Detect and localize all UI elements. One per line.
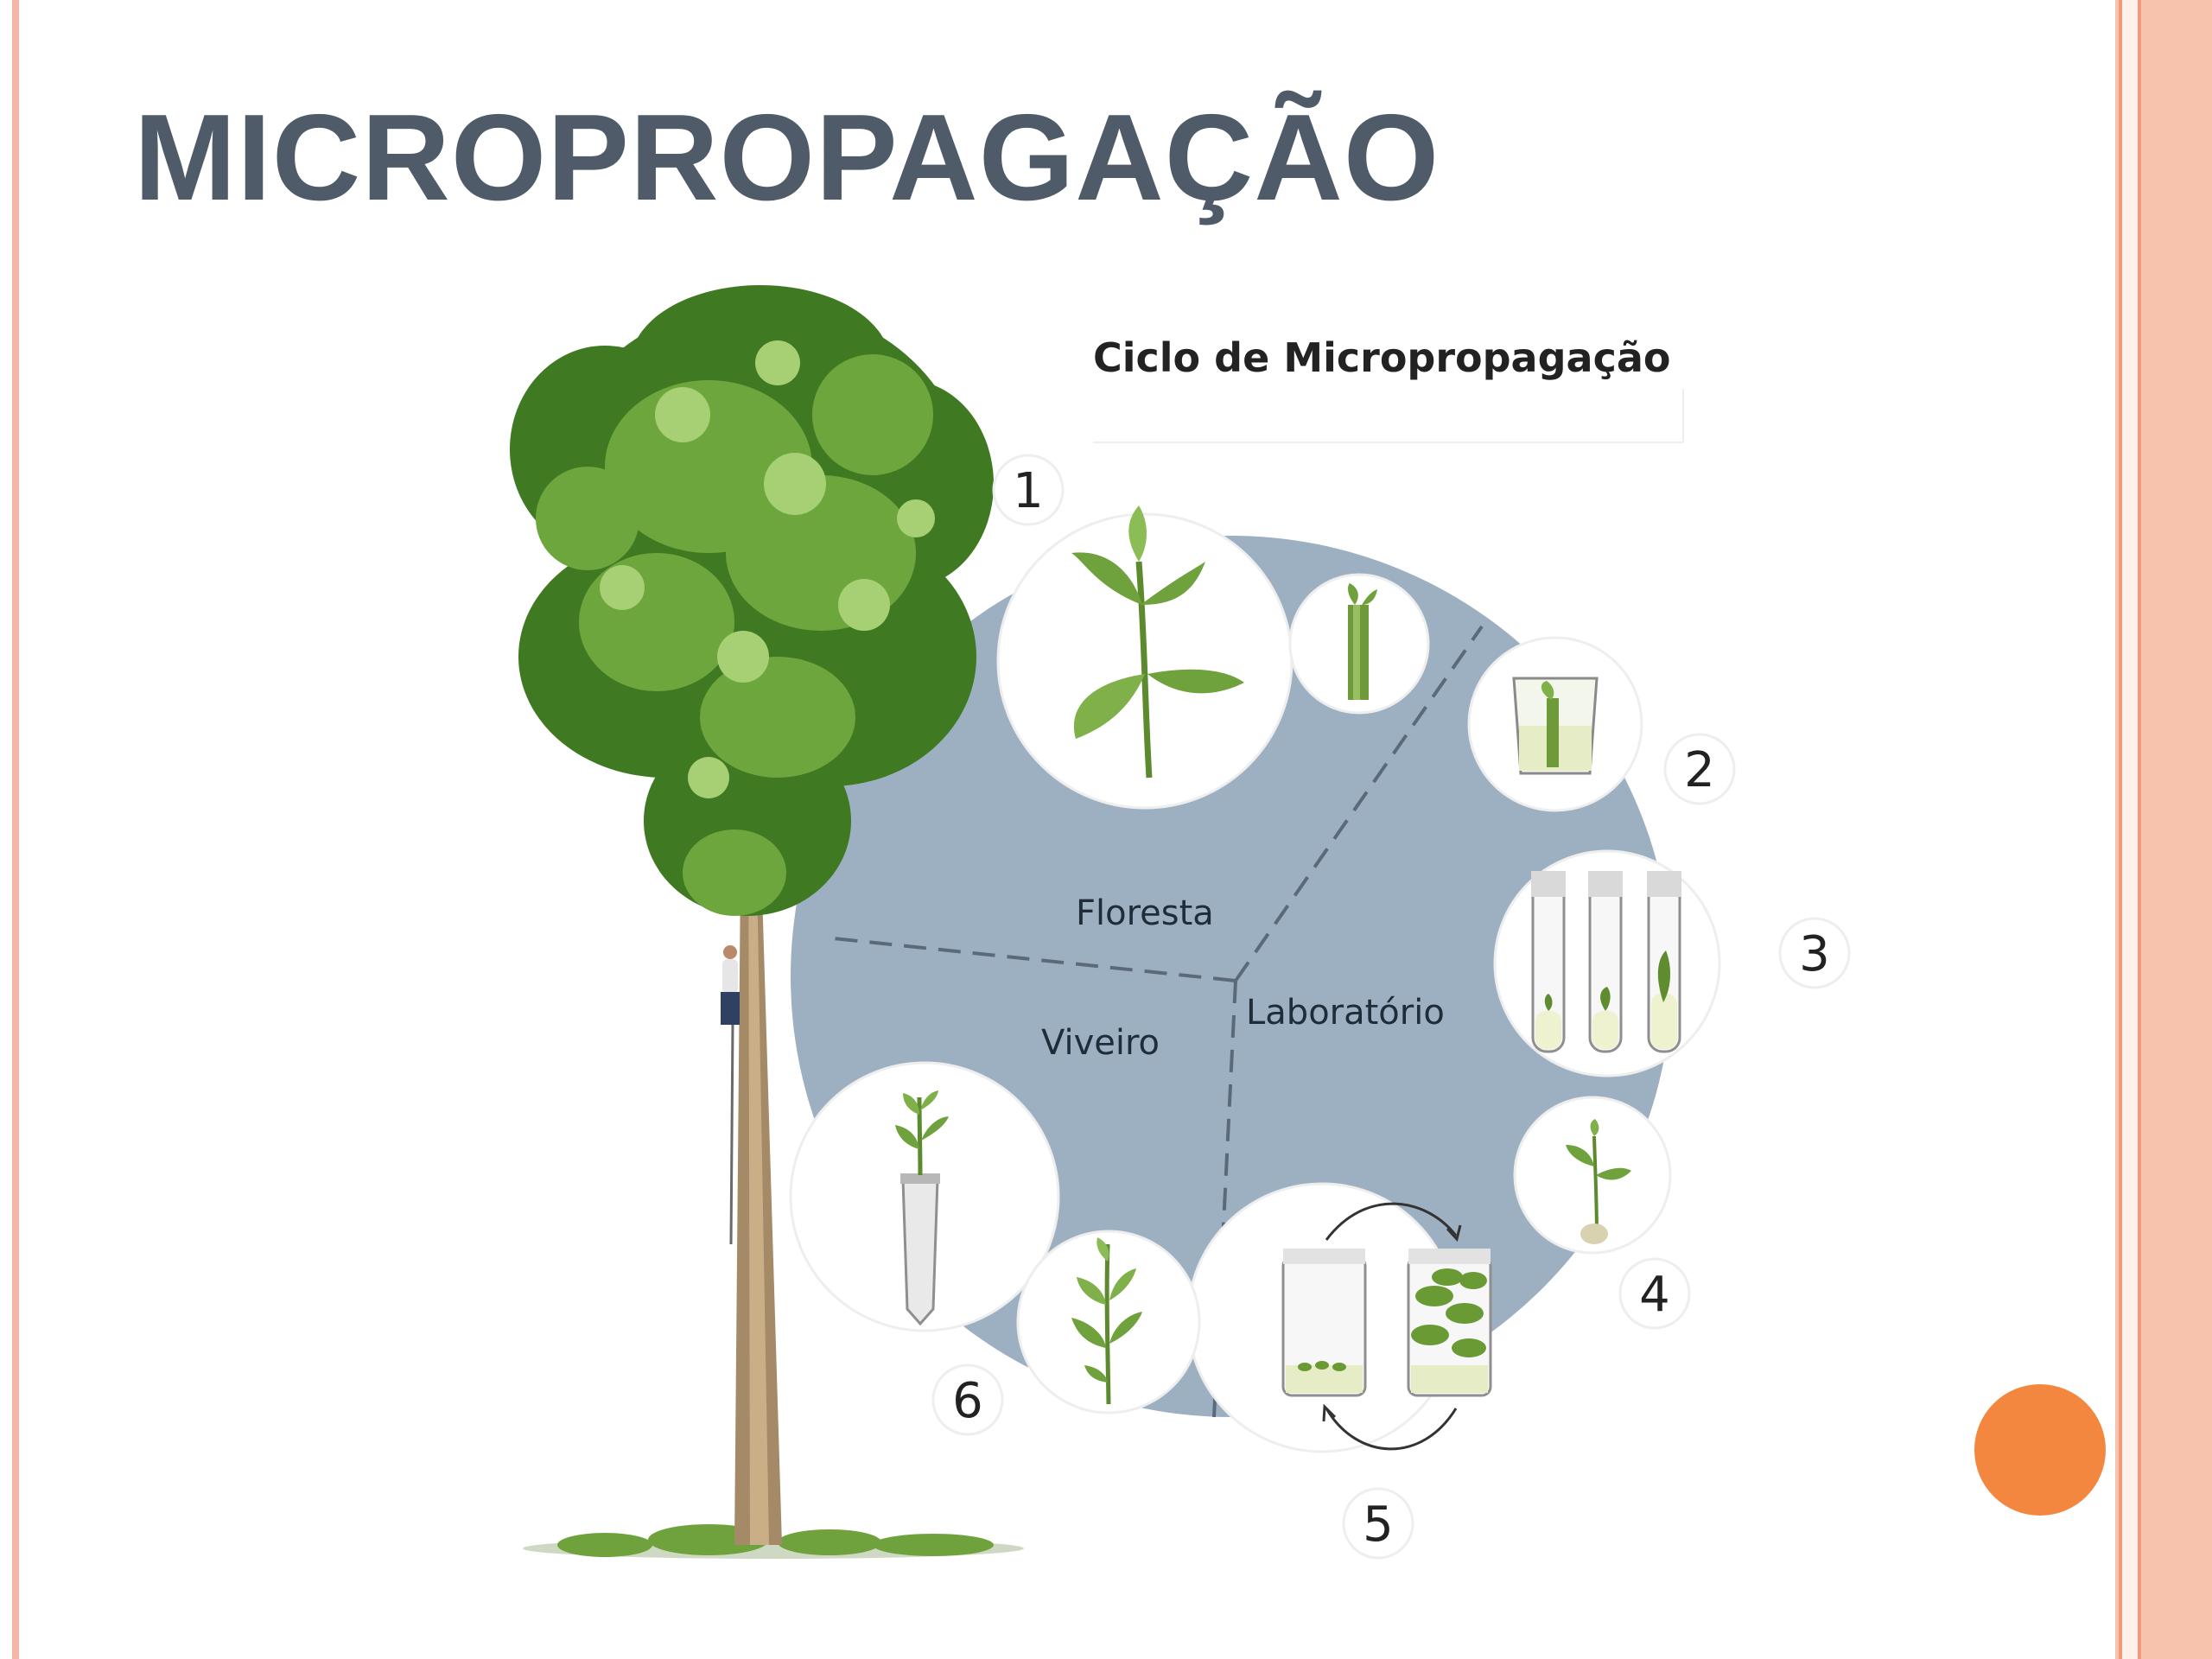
step-6-tube-seedling-icon <box>789 1061 1060 1332</box>
step-1-shoot-segment-icon <box>1288 573 1430 715</box>
step-number-6: 6 <box>952 1373 983 1429</box>
slide-frame-gap <box>2122 0 2138 1659</box>
step-number-1: 1 <box>1013 463 1044 519</box>
slide-frame-left <box>12 0 19 1659</box>
step-number-4: 4 <box>1639 1267 1670 1323</box>
step-5-multiplication-jars-icon <box>1186 1182 1492 1453</box>
slide-title: MICROPROPAGAÇÃO <box>134 89 1440 226</box>
zone-label-floresta: Floresta <box>1076 893 1214 933</box>
slide-frame-line <box>2138 0 2141 1659</box>
step-number-badges <box>931 454 1851 1560</box>
step-number-3: 3 <box>1799 926 1830 982</box>
step-4-seedling-icon <box>1513 1096 1672 1255</box>
zone-label-laboratorio: Laboratório <box>1246 993 1445 1033</box>
tree-illustration <box>510 285 1024 1559</box>
decorative-orange-dot <box>1974 1384 2106 1516</box>
step-number-5: 5 <box>1363 1497 1394 1553</box>
zone-label-viveiro: Viveiro <box>1041 1023 1160 1063</box>
step-number-2: 2 <box>1684 742 1715 798</box>
step-3-test-tubes-icon <box>1493 849 1721 1077</box>
step-2-beaker-icon <box>1467 636 1643 812</box>
diagram-heading: Ciclo de Micropropagação <box>1093 334 1670 381</box>
step-6-young-plant-icon <box>1016 1230 1201 1414</box>
slide-frame-line <box>2119 0 2122 1659</box>
